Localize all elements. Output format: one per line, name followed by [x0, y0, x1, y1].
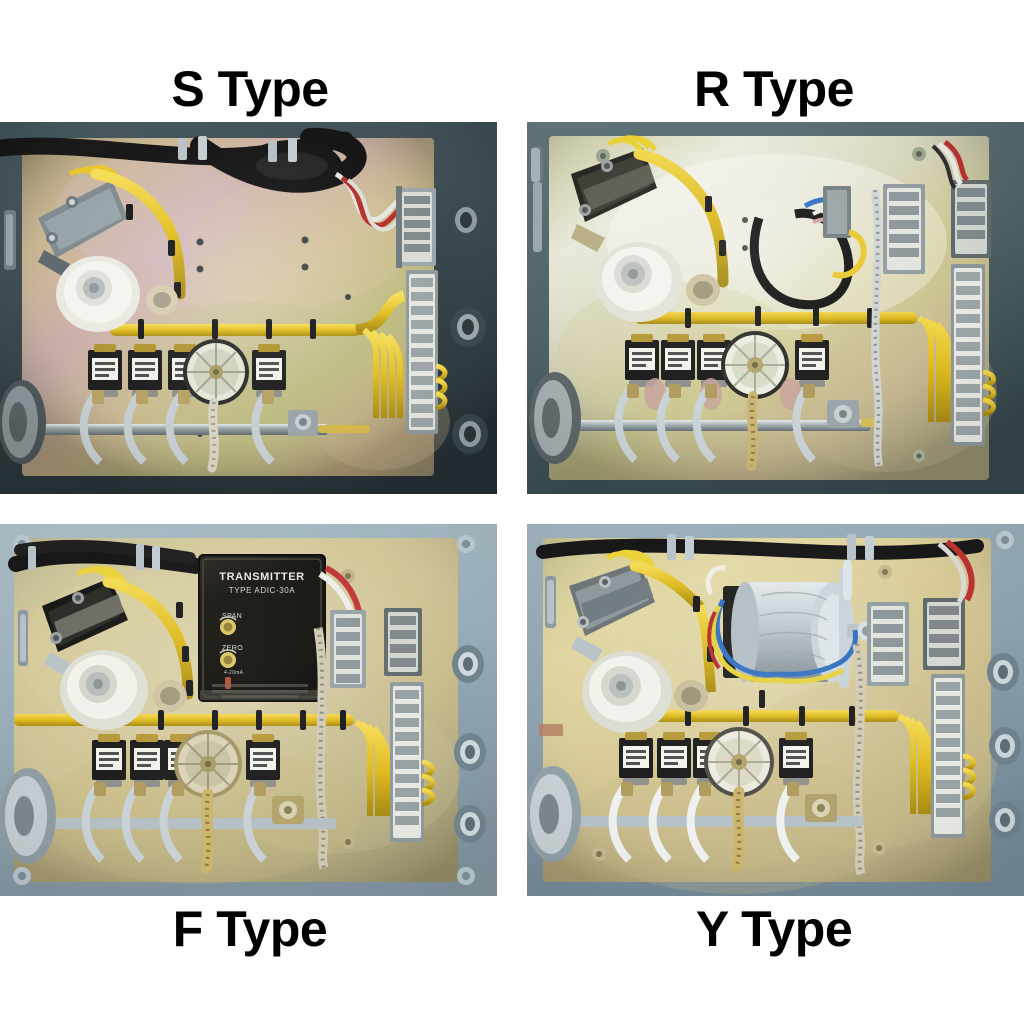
photo-y-type: [527, 524, 1024, 896]
photo-r-type: [527, 122, 1024, 494]
panel-label-y-type: Y Type: [695, 901, 853, 957]
photo-f-type: TRANSMITTER TYPE ADIC-30A SPAN ZERO 4-20…: [0, 524, 497, 896]
panel-label-s-type: S Type: [171, 61, 329, 117]
panel-label-r-type: R Type: [694, 61, 855, 117]
photo-s-type: [0, 122, 497, 494]
panel-label-f-type: F Type: [172, 901, 328, 957]
